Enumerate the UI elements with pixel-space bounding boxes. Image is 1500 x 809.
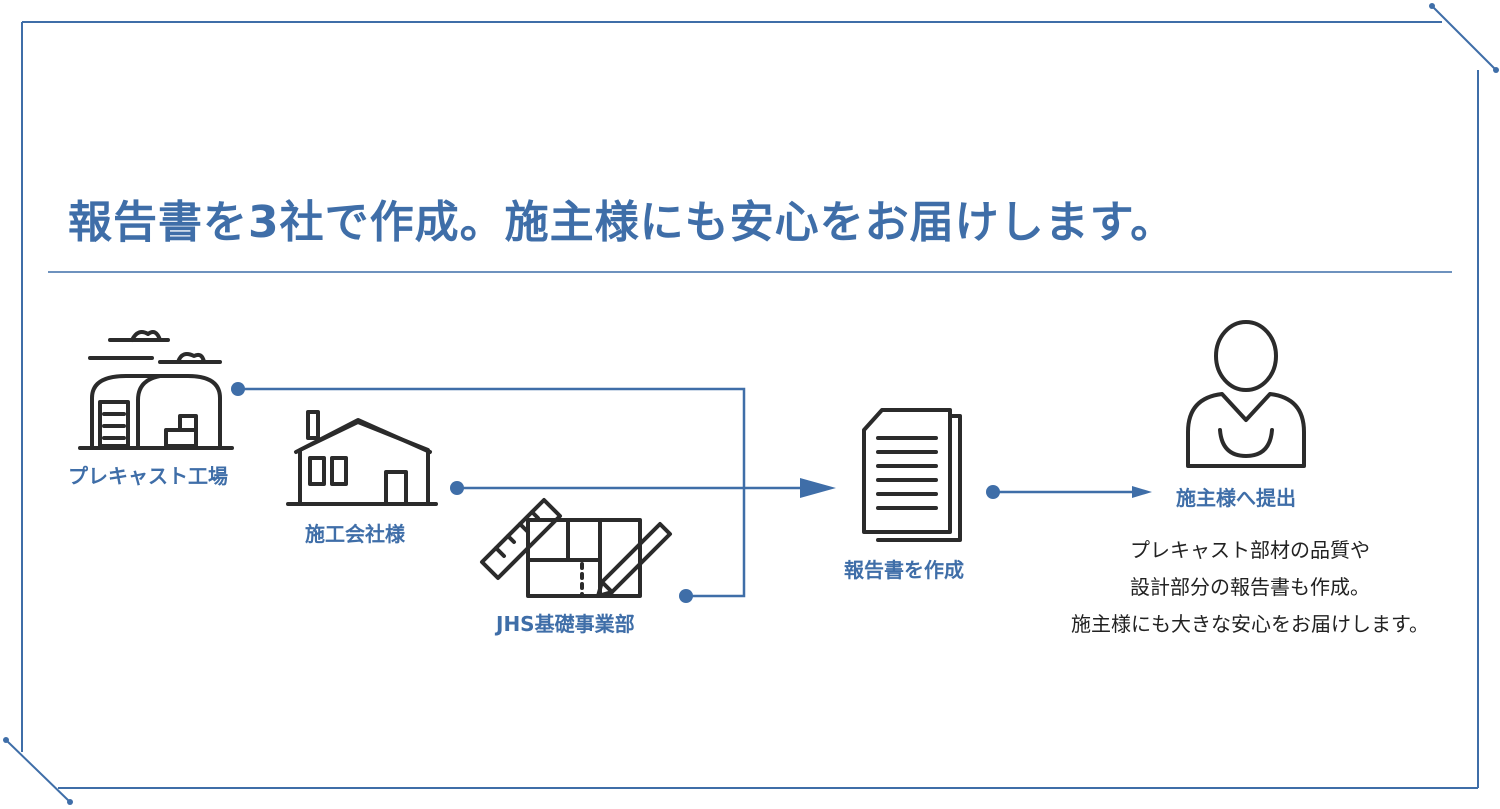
frame-border bbox=[5, 5, 1497, 803]
page-title: 報告書を3社で作成。施主様にも安心をお届けします。 bbox=[68, 197, 1176, 248]
factory-label: プレキャスト工場 bbox=[68, 464, 228, 488]
flow-connectors bbox=[238, 387, 1136, 598]
description-line-2: 設計部分の報告書も作成。 bbox=[1130, 575, 1370, 599]
blueprint-icon bbox=[480, 498, 672, 598]
person-icon bbox=[1186, 320, 1306, 468]
arrow-to-client bbox=[1132, 486, 1152, 498]
jhs-label: JHS基礎事業部 bbox=[496, 612, 635, 636]
contractor-label: 施工会社様 bbox=[305, 522, 405, 546]
report-label: 報告書を作成 bbox=[844, 558, 964, 582]
description-line-1: プレキャスト部材の品質や bbox=[1130, 538, 1370, 562]
description-line-3: 施主様にも大きな安心をお届けします。 bbox=[1071, 612, 1429, 636]
factory-icon bbox=[78, 330, 234, 450]
arrow-to-report bbox=[800, 478, 836, 498]
house-icon bbox=[286, 410, 438, 506]
description-text: プレキャスト部材の品質や 設計部分の報告書も作成。 施主様にも大きな安心をお届け… bbox=[1020, 532, 1480, 643]
document-icon bbox=[862, 408, 962, 542]
client-label: 施主様へ提出 bbox=[1176, 486, 1296, 510]
connector-dots bbox=[231, 382, 1000, 603]
frame-corner-dots bbox=[3, 3, 1499, 805]
